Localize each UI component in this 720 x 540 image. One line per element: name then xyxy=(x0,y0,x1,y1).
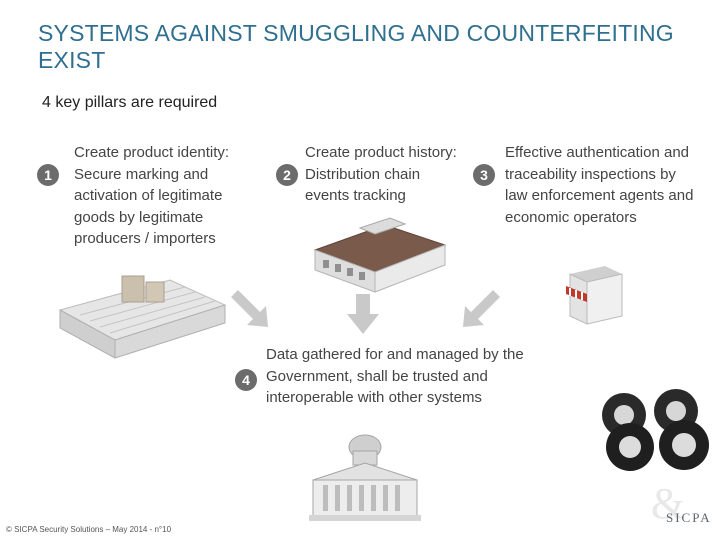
arrow-down-icon xyxy=(347,294,379,334)
arrow-down-left-icon xyxy=(463,290,500,327)
slide-title: SYSTEMS AGAINST SMUGGLING AND COUNTERFEI… xyxy=(38,20,674,73)
pillar-1-badge: 1 xyxy=(37,164,59,186)
shop-illustration xyxy=(566,266,623,325)
svg-text:&: & xyxy=(651,479,685,528)
pillar-2-text: Create product history: Distribution cha… xyxy=(305,144,457,205)
pillar-3-badge: 3 xyxy=(473,164,495,186)
pillar-4-text: Data gathered for and managed by the Gov… xyxy=(266,346,524,407)
sicpa-logo-text: SICPA xyxy=(666,510,712,525)
tyres-illustration xyxy=(602,389,709,471)
sicpa-logo-mark: & xyxy=(651,479,685,528)
factory-illustration xyxy=(58,275,227,359)
pillar-3-text: Effective authentication and traceabilit… xyxy=(505,144,694,226)
pillar-4-badge: 4 xyxy=(235,369,257,391)
footer-copyright: © SICPA Security Solutions – May 2014 - … xyxy=(6,525,172,534)
warehouse-illustration xyxy=(313,217,447,293)
government-building-illustration xyxy=(309,434,421,521)
pillar-2-badge: 2 xyxy=(276,164,298,186)
pillar-1-text: Create product identity: Secure marking … xyxy=(74,144,230,248)
arrow-down-right-icon xyxy=(231,290,268,327)
slide-subtitle: 4 key pillars are required xyxy=(42,94,218,111)
